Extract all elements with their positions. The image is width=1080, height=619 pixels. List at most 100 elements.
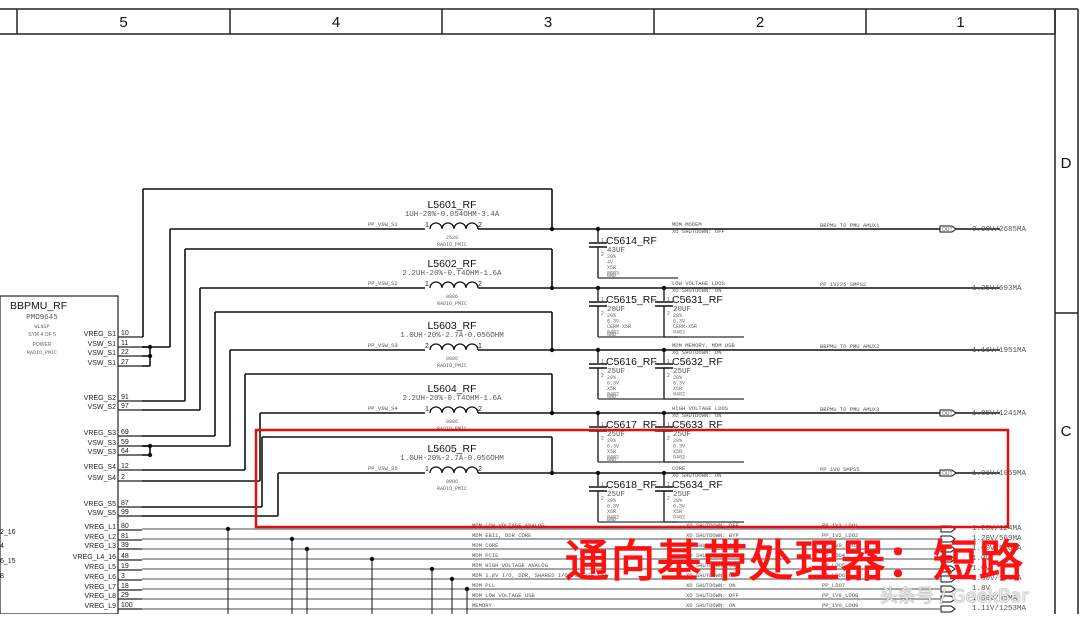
pin-number: 18 [121,583,129,590]
gnd-label: GND [607,457,616,463]
rail-shutdown-mode: XO SHUTDOWN: ON [672,412,722,419]
capacitor-spec: X5R [673,449,682,455]
capacitor-spec: 0402 [673,455,685,461]
inductor-ref-l5601_rf: L5601_RF [427,199,476,211]
pin-name-vreg_l5: VREG_L5 [84,564,116,571]
capacitor-spec: 4V [607,260,613,266]
rail-shutdown-mode: XO SHUTDOWN: ON [672,287,722,294]
rail-voltage-current: 1.01V/1059MA [972,470,1027,478]
gnd-label: GND [607,517,616,523]
pin-number: 27 [121,359,129,366]
capacitor-spec: 20% [673,313,682,319]
capacitor-spec: 20% [607,498,616,504]
inductor-package: 0806 [446,419,458,425]
inductor-group: RADIO_PMIC [437,486,467,492]
inductor-package: 0806 [446,356,458,362]
pin-number: 69 [121,429,129,436]
capacitor-value: 25UF [673,368,691,376]
capacitor-ref-c5616_rf: C5616_RF [606,356,657,368]
pin-name-vreg_l4_16: VREG_L4_16 [73,554,116,561]
ldo-shutdown-mode: XO SHUTDOWN: OFF [686,522,739,529]
pin-name-vsw_s4: VSW_S4 [88,475,117,482]
inductor-spec: 2.2UH-20%-0.T4OHM-1.6A [402,395,502,403]
pin-name-vreg_s5: VREG_S5 [84,501,116,508]
capacitor-spec: 0402 [673,515,685,521]
pin-name-vreg_s1: VREG_S1 [84,331,116,338]
out-port-icon [939,469,957,477]
inductor-ref-l5604_rf: L5604_RF [427,383,476,395]
capacitor-value: 25UF [607,431,625,439]
rail-shutdown-mode: XO SHUTDOWN: ON [672,349,722,356]
capacitor-spec: CERM-X5R [607,324,631,330]
cut-off-pin-label: 2_16 [0,529,16,536]
capacitor-spec: 0402 [607,330,619,336]
capacitor-spec: 20% [607,254,616,260]
cut-off-pin-label: 6_15 [0,558,16,565]
out-port-icon [939,409,957,417]
inductor-pin: 2 [425,343,429,350]
inductor-ref-l5605_rf: L5605_RF [427,443,476,455]
ldo-function-label: MDM PCIE [472,552,499,559]
out-port-label: OUT [942,227,953,233]
ldo-shutdown-mode: XO SHUTDOWN: ON [686,562,736,569]
net-label-pp_vsw_s3: PP_VSW_S3 [368,342,398,349]
capacitor-spec: 0402 [607,455,619,461]
net-label-pp_vsw_s2: PP_VSW_S2 [368,280,398,287]
pin-number: 12 [121,463,129,470]
pin-number: 91 [121,394,129,401]
cap-pin: 1 [667,482,670,488]
capacitor-ref-c5632_rf: C5632_RF [672,356,723,368]
capacitor-ref-c5633_rf: C5633_RF [672,419,723,431]
capacitor-ref-c5617_rf: C5617_RF [606,419,657,431]
column-zone-label-1: 1 [956,14,964,31]
capacitor-spec: 6.3V [673,319,685,325]
capacitor-ref-c5615_rf: C5615_RF [606,294,657,306]
pin-name-vreg_s2: VREG_S2 [84,395,116,402]
ldo-voltage-current: 1.00V/510MA [972,545,1022,553]
pin-number: 22 [121,349,129,356]
ldo-function-label: MDM HIGH VOLTAGE ANALOG [472,562,548,569]
column-zone-label-2: 2 [756,14,764,31]
pin-number: 39 [121,542,129,549]
ldo-net-name: PP_LDO5 [822,562,845,569]
capacitor-spec: X5R [607,449,616,455]
out-port-icon [940,535,956,543]
ldo-net-name: PP_1V2_LDO2 [822,532,858,539]
pin-number: 11 [121,340,128,347]
capacitor-spec: 0402 [607,515,619,521]
capacitor-spec: 20% [607,438,616,444]
rail-voltage-current: 1.85V/1241MA [972,410,1027,418]
junction-dot [549,470,555,476]
rail-net-name: BBPMU TO PMU AMUX2 [820,343,879,350]
capacitor-spec: 6.3V [607,444,619,450]
cap-pin: 1 [667,422,670,428]
gnd-label: GND [607,273,616,279]
pin-number: 64 [121,448,129,455]
ldo-net-name: PP_LDO7 [822,582,845,589]
rail-net-name: PP 1V225 SMPS2 [820,281,866,288]
inductor-spec: 2.2UH-20%-0.T4OHM-1.6A [402,270,502,278]
inductor-pin: 1 [478,343,482,350]
ldo-function-label: MEMORY [472,602,493,609]
capacitor-spec: X5R [673,509,682,515]
capacitor-value: 25UF [673,491,691,499]
out-port-icon [940,605,956,613]
pin-name-vsw_s3: VSW_S3 [88,440,117,447]
out-port-icon [939,225,957,233]
inductor-ref-l5602_rf: L5602_RF [427,258,476,270]
ldo-shutdown-mode: XO SHUTDOWN: OFF [686,542,739,549]
pin-name-vsw_s5: VSW_S5 [88,510,117,517]
pin-number: 59 [121,439,129,446]
capacitor-spec: 0402 [673,392,685,398]
inductor-ref-l5603_rf: L5603_RF [427,320,476,332]
capacitor-ref-c5614_rf: C5614_RF [606,235,657,247]
pin-name-vsw_s1: VSW_S1 [88,360,117,367]
inductor-coil-icon [429,406,479,414]
out-port-icon [940,575,956,583]
pin-name-vreg_l9: VREG_L9 [84,603,116,610]
cap-pin: 2 [601,252,604,258]
chip-group: RADIO_PMIC [27,350,57,356]
pin-number: 97 [121,403,129,410]
cap-pin: 1 [601,422,604,428]
inductor-pin: 2 [478,466,482,473]
